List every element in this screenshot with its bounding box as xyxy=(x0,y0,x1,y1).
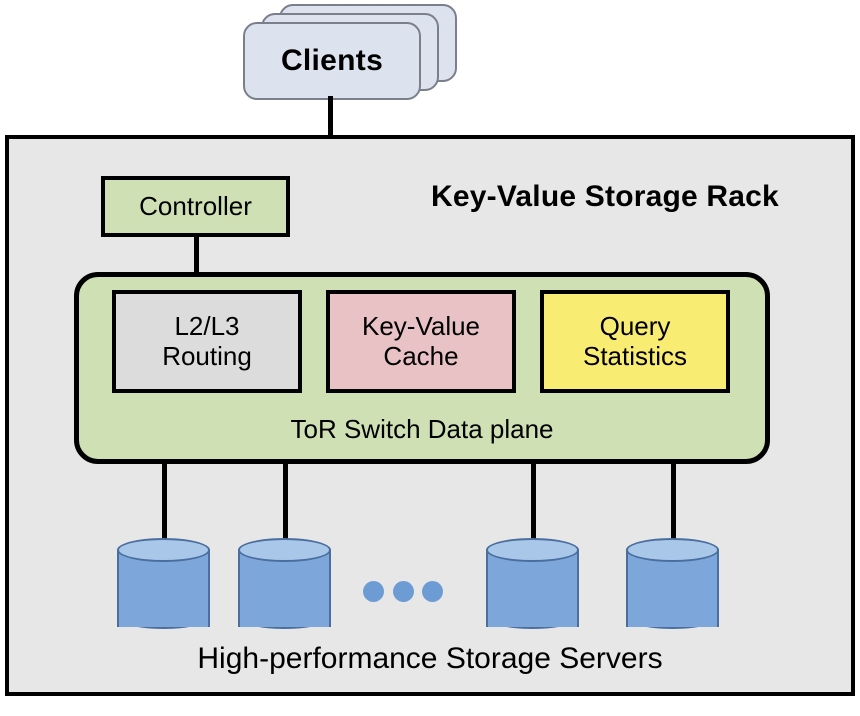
module-query-statistics: Query Statistics xyxy=(540,290,730,393)
module-l2l3-routing-line2: Routing xyxy=(162,340,252,371)
cylinder-body-icon xyxy=(238,549,331,627)
data-plane-module-row: L2/L3 Routing Key-Value Cache Query Stat… xyxy=(112,290,730,393)
module-query-statistics-line2: Statistics xyxy=(582,340,688,371)
storage-server-cylinder-2 xyxy=(238,538,331,630)
page-title: Key-Value Storage Rack xyxy=(431,180,779,213)
cylinder-top-icon xyxy=(117,538,210,562)
switch-to-server-connector-2 xyxy=(283,462,288,540)
ellipsis-dot-2 xyxy=(392,580,414,602)
storage-server-cylinder-3 xyxy=(486,538,579,630)
module-key-value-cache-line2: Cache xyxy=(383,340,459,371)
cylinder-top-icon xyxy=(238,538,331,562)
module-key-value-cache: Key-Value Cache xyxy=(326,290,516,393)
module-l2l3-routing: L2/L3 Routing xyxy=(112,290,302,393)
controller-label: Controller xyxy=(139,191,252,221)
controller-to-switch-connector xyxy=(194,236,199,276)
data-plane-caption: ToR Switch Data plane xyxy=(290,414,554,444)
cylinder-body-icon xyxy=(486,549,579,627)
cylinder-top-icon xyxy=(626,538,719,562)
cylinder-body-icon xyxy=(626,549,719,627)
switch-to-server-connector-3 xyxy=(531,462,536,540)
module-key-value-cache-line1: Key-Value xyxy=(361,311,481,342)
switch-to-server-connector-4 xyxy=(671,462,676,540)
clients-label: Clients xyxy=(280,44,384,77)
cylinder-top-icon xyxy=(486,538,579,562)
storage-servers-caption: High-performance Storage Servers xyxy=(197,642,663,675)
cylinder-body-icon xyxy=(117,549,210,627)
module-query-statistics-line1: Query xyxy=(599,311,671,342)
storage-server-cylinder-4 xyxy=(626,538,719,630)
ellipsis-icon xyxy=(363,580,443,602)
module-l2l3-routing-line1: L2/L3 xyxy=(174,311,240,342)
switch-to-server-connector-1 xyxy=(162,462,167,540)
controller-node: Controller xyxy=(101,176,290,237)
ellipsis-dot-1 xyxy=(363,580,384,602)
clients-node: Clients xyxy=(243,4,458,100)
storage-server-cylinder-1 xyxy=(117,538,210,630)
ellipsis-dot-3 xyxy=(422,580,443,602)
